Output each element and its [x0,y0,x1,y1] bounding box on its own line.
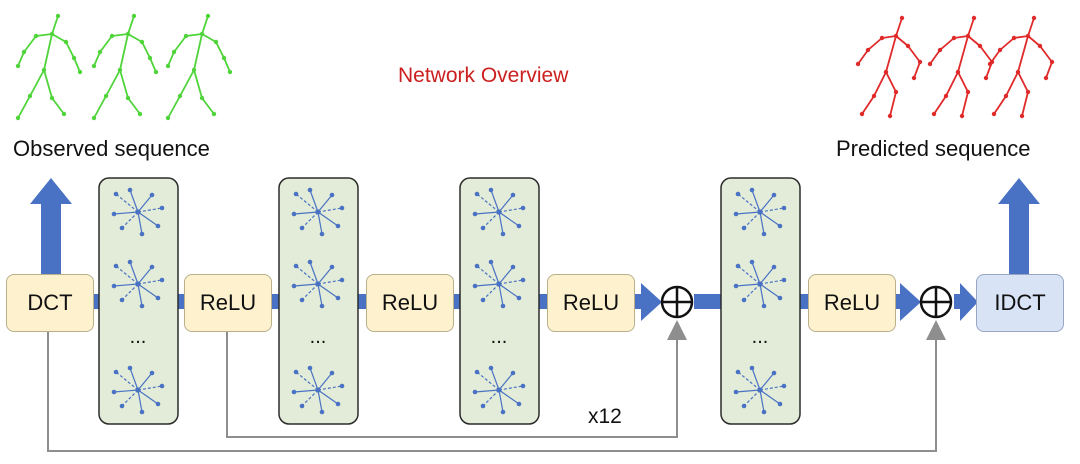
observed-up-arrow [30,178,72,276]
gcn-ellipsis: ... [752,326,769,348]
graph-star-icon [733,187,787,237]
skeleton-figure [855,15,923,119]
graph-star-icon [291,187,345,237]
arrow-into-add-1 [641,283,662,321]
graph-star-icon [472,259,526,309]
skeleton-figure [165,13,233,121]
graph-star-icon [291,365,345,415]
gcn-ellipsis: ... [130,326,147,348]
graph-star-icon [472,187,526,237]
graph-star-icon [733,259,787,309]
gcn-panel-4: ... [720,177,801,425]
graph-star-icon [733,365,787,415]
relu-block-4: ReLU [808,274,896,332]
skeleton-figure [987,15,1055,119]
repeat-count-label: x12 [588,405,622,428]
gcn-panel-3: ... [459,177,540,425]
graph-star-icon [111,259,165,309]
relu-block-2: ReLU [366,274,454,332]
arrow-into-add-2 [900,283,921,321]
graph-star-icon [111,187,165,237]
observed-skeletons [15,13,233,121]
skeleton-figure [91,13,159,121]
gcn-ellipsis: ... [310,326,327,348]
gcn-panel-2: ... [278,177,359,425]
graph-star-icon [111,365,165,415]
gcn-layers: ............ [98,177,801,425]
skeleton-figure [927,15,995,119]
predicted-up-arrow [998,178,1040,276]
skip-connections [47,320,946,452]
gcn-panel-1: ... [98,177,179,425]
arrow-into-idct [960,283,978,321]
gcn-ellipsis: ... [491,326,508,348]
dct-block: DCT [6,274,94,332]
diagram-title: Network Overview [398,64,569,87]
relu-block-3: ReLU [547,274,635,332]
relu-block-1: ReLU [184,274,272,332]
idct-block: IDCT [976,274,1064,332]
add-operator-1 [660,285,694,319]
graph-star-icon [472,365,526,415]
predicted-skeletons [855,15,1055,119]
skeleton-figure [15,13,83,121]
predicted-sequence-label: Predicted sequence [836,136,1031,161]
add-operator-2 [919,285,953,319]
graph-star-icon [291,259,345,309]
observed-sequence-label: Observed sequence [13,136,210,161]
